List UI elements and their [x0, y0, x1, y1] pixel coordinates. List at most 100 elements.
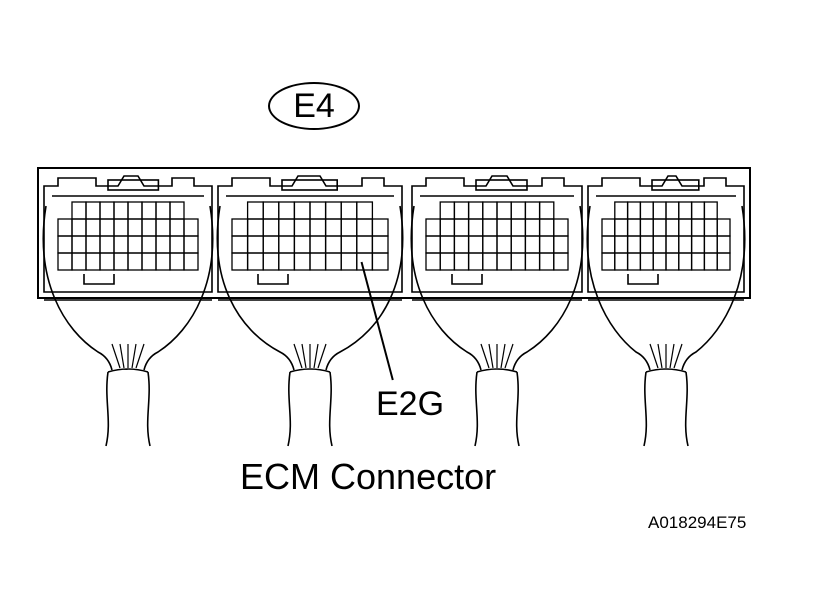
latch	[475, 179, 528, 191]
pin-cavity	[678, 252, 693, 271]
pin-cavity	[99, 201, 115, 220]
harness-wire	[42, 205, 113, 371]
pin-cavity	[665, 201, 680, 220]
pin-cavity	[183, 252, 199, 271]
wire-strand	[131, 343, 137, 369]
pin-cavity	[665, 235, 680, 254]
pin-cavity	[113, 201, 129, 220]
pin-cavity	[690, 218, 706, 237]
latch	[651, 179, 700, 191]
pin-cavity	[614, 218, 629, 237]
pin-cavity	[482, 235, 498, 254]
pin-cavity	[324, 218, 342, 237]
pin-cavity	[496, 252, 512, 271]
wire-strand	[301, 343, 307, 369]
wire-strand	[657, 343, 663, 369]
pin-cavity	[453, 252, 470, 271]
wire-strand	[488, 343, 494, 369]
pin-cavity	[553, 218, 569, 237]
cable-edge	[105, 371, 110, 447]
harness-wire	[681, 205, 746, 371]
connector-housing	[37, 167, 751, 299]
pin-cavity	[510, 218, 527, 237]
wire-strand	[135, 343, 145, 369]
pin-cavity	[425, 235, 441, 254]
pin-cavity	[183, 235, 199, 254]
pin-cavity	[496, 235, 512, 254]
pin-cavity	[703, 252, 718, 271]
pin-cavity	[278, 201, 296, 220]
pin-cavity	[639, 201, 654, 220]
harness-wire	[143, 205, 214, 371]
wire-strand	[669, 343, 675, 369]
pin-cavity	[127, 252, 143, 271]
pin-cavity	[690, 201, 706, 220]
pin-cavity	[524, 218, 541, 237]
latch	[107, 179, 160, 191]
pin-cavity	[141, 235, 157, 254]
pin-cavity	[510, 252, 527, 271]
pin-cavity	[439, 235, 456, 254]
key-notch	[627, 274, 659, 285]
pin-cavity	[324, 201, 342, 220]
pin-grid	[425, 201, 569, 271]
pin-cavity	[652, 252, 667, 271]
pin-cavity	[639, 218, 654, 237]
pin-cavity	[246, 201, 264, 220]
pin-cavity	[553, 235, 569, 254]
latch	[281, 179, 339, 191]
pin-cavity	[453, 218, 470, 237]
cable-edge	[515, 371, 520, 447]
pin-cavity	[467, 201, 484, 220]
pin-cavity	[141, 252, 157, 271]
pin-cavity	[371, 235, 389, 254]
pin-cavity	[99, 218, 115, 237]
wire-strand	[500, 343, 506, 369]
pin-cavity	[482, 201, 498, 220]
pin-cavity	[309, 218, 327, 237]
pin-cavity	[278, 252, 296, 271]
pin-cavity	[652, 201, 667, 220]
pin-cavity	[309, 235, 327, 254]
pin-cavity	[340, 235, 358, 254]
pin-cavity	[626, 218, 642, 237]
wire-strand	[673, 343, 683, 369]
pin-cavity	[231, 218, 249, 237]
connector-block-3	[410, 175, 584, 447]
pin-cavity	[703, 235, 718, 254]
pin-cavity	[371, 252, 389, 271]
pin-cavity	[309, 201, 327, 220]
pin-cavity	[601, 252, 616, 271]
pin-cavity	[553, 252, 569, 271]
pin-cavity	[262, 252, 280, 271]
pin-cavity	[626, 252, 642, 271]
pin-cavity	[262, 218, 280, 237]
pin-cavity	[652, 235, 667, 254]
pin-cavity	[510, 201, 527, 220]
pin-cavity	[467, 235, 484, 254]
pin-grid	[231, 201, 389, 271]
pin-cavity	[467, 252, 484, 271]
harness-wire	[586, 205, 651, 371]
cable-collar	[289, 368, 331, 373]
pin-cavity	[113, 235, 129, 254]
pin-cavity	[453, 201, 470, 220]
cable-edge	[146, 371, 151, 447]
figure-code: A018294E75	[648, 513, 747, 532]
key-notch	[83, 274, 115, 285]
cable-collar	[107, 368, 149, 373]
pin-cavity	[356, 235, 374, 254]
pin-cavity	[716, 252, 731, 271]
wire-strand	[649, 343, 659, 369]
key-notch	[257, 274, 289, 285]
pin-cavity	[169, 218, 185, 237]
pin-cavity	[99, 252, 115, 271]
key-notch	[451, 274, 483, 285]
pin-cavity	[231, 235, 249, 254]
pin-cavity	[340, 201, 358, 220]
pin-cavity	[690, 252, 706, 271]
pin-cavity	[453, 235, 470, 254]
pin-cavity	[71, 218, 87, 237]
harness-wire	[216, 205, 295, 371]
pin-cavity	[482, 218, 498, 237]
